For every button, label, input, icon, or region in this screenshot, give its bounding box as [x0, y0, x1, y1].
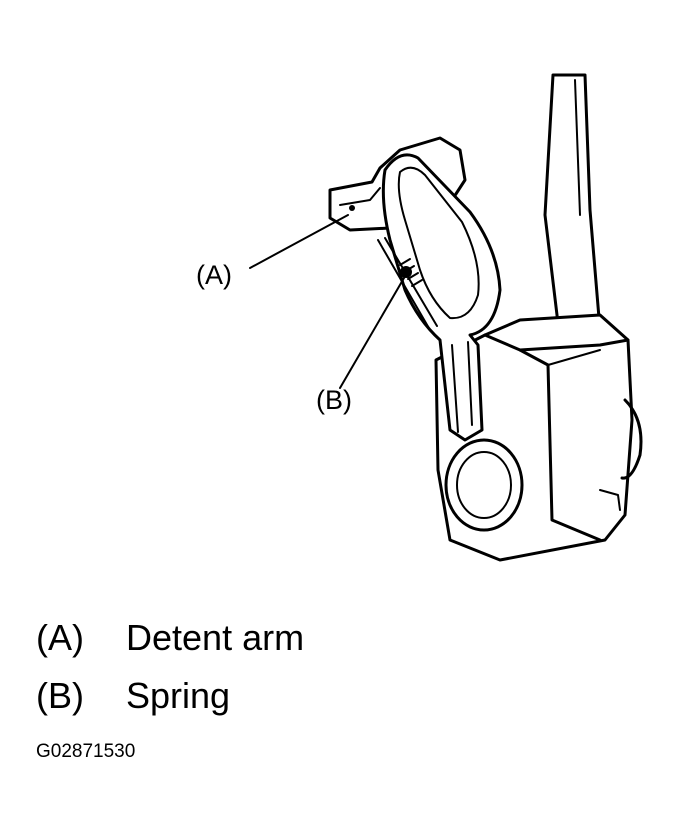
leader-line-b: [339, 277, 405, 389]
spring: [377, 237, 438, 331]
legend-label: Spring: [126, 675, 231, 716]
leader-line-a: [249, 214, 349, 269]
shift-shaft: [543, 73, 602, 347]
legend-key: (A): [36, 617, 84, 658]
figure-id: G02871530: [36, 741, 136, 762]
legend-label: Detent arm: [126, 617, 305, 658]
legend-key: (B): [36, 675, 84, 716]
callout-label-b: (B): [316, 385, 352, 415]
detent-arm-illustration: [249, 73, 643, 562]
legend-row-detent-arm: (A) Detent arm: [36, 620, 304, 656]
detent-arm: [381, 153, 502, 442]
callout-label-a: (A): [196, 260, 232, 290]
legend-row-spring: (B) Spring: [36, 678, 230, 714]
shaft-bore: [444, 438, 524, 532]
